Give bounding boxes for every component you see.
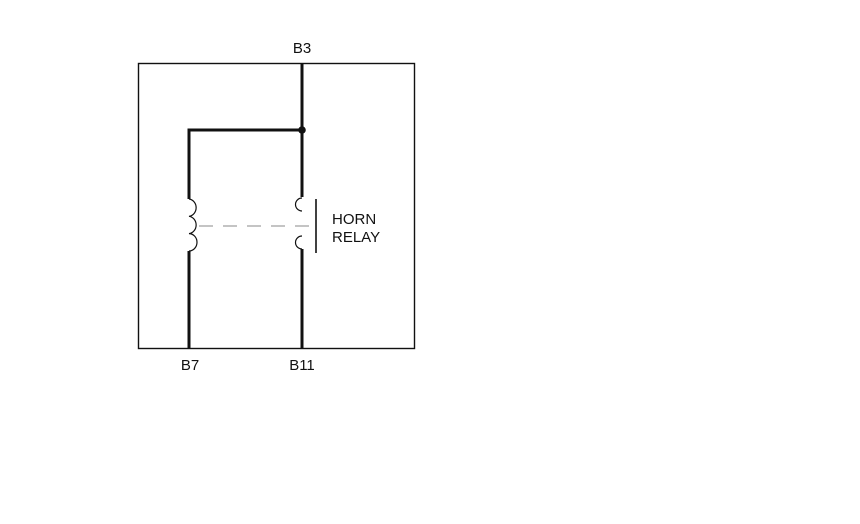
- terminal-label-b11: B11: [289, 357, 315, 374]
- wiring: [187, 63, 304, 348]
- relay-name-line2: RELAY: [332, 229, 380, 246]
- switch-contact-upper-icon: [294, 197, 303, 212]
- switch-contact-lower-icon: [294, 235, 303, 250]
- relay-name-line1: HORN: [332, 211, 376, 228]
- wire-junction-to-coil: [187, 128, 302, 199]
- relay-coil-icon: [188, 198, 198, 252]
- terminal-label-b7: B7: [181, 357, 199, 374]
- junction-dot: [298, 126, 306, 134]
- terminal-label-b3: B3: [293, 40, 311, 57]
- relay-housing-box: [137, 62, 416, 350]
